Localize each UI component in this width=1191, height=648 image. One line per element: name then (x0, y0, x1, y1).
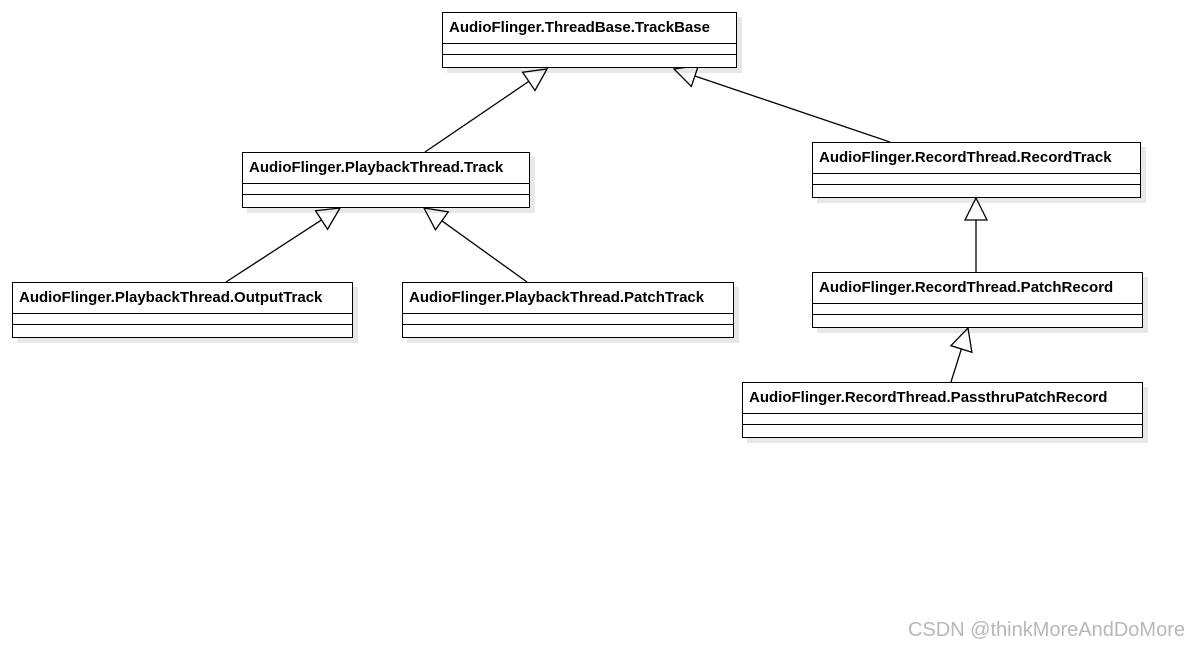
class-recordtrack-methods (813, 185, 1140, 197)
inheritance-line (441, 220, 528, 283)
class-outputtrack-methods (13, 325, 352, 337)
generalization-arrowhead (949, 326, 973, 354)
class-patchrecord[interactable]: AudioFlinger.RecordThread.PatchRecord (812, 272, 1143, 328)
class-outputtrack-name: AudioFlinger.PlaybackThread.OutputTrack (13, 283, 352, 314)
class-patchrecord-methods (813, 315, 1142, 327)
class-patchtrack[interactable]: AudioFlinger.PlaybackThread.PatchTrack (402, 282, 734, 338)
class-track-attributes (243, 184, 529, 195)
inheritance-track-to-trackbase (424, 68, 549, 153)
watermark: CSDN @thinkMoreAndDoMore (907, 619, 1185, 641)
class-track-name: AudioFlinger.PlaybackThread.Track (243, 153, 529, 184)
class-passthrupatchrecord-methods (743, 425, 1142, 437)
class-patchtrack-name: AudioFlinger.PlaybackThread.PatchTrack (403, 283, 733, 314)
generalization-arrowhead (521, 68, 549, 92)
inheritance-patchtrack-to-track (422, 207, 528, 283)
class-recordtrack-attributes (813, 174, 1140, 185)
class-trackbase-methods (443, 55, 736, 67)
class-trackbase[interactable]: AudioFlinger.ThreadBase.TrackBase (442, 12, 737, 68)
class-recordtrack[interactable]: AudioFlinger.RecordThread.RecordTrack (812, 142, 1141, 198)
inheritance-line (225, 219, 322, 283)
inheritance-patchrecord-to-recordtrack (963, 196, 989, 272)
class-outputtrack[interactable]: AudioFlinger.PlaybackThread.OutputTrack (12, 282, 353, 338)
class-patchrecord-attributes (813, 304, 1142, 315)
class-track[interactable]: AudioFlinger.PlaybackThread.Track (242, 152, 530, 208)
class-patchtrack-attributes (403, 314, 733, 325)
generalization-arrowhead (314, 207, 342, 231)
inheritance-outputtrack-to-track (225, 207, 342, 283)
class-outputtrack-attributes (13, 314, 352, 325)
class-passthrupatchrecord[interactable]: AudioFlinger.RecordThread.PassthruPatchR… (742, 382, 1143, 438)
inheritance-recordtrack-to-trackbase (672, 64, 891, 143)
class-track-methods (243, 195, 529, 207)
generalization-arrowhead (672, 64, 700, 88)
class-passthrupatchrecord-attributes (743, 414, 1142, 425)
generalization-arrowhead (422, 207, 450, 232)
class-patchrecord-name: AudioFlinger.RecordThread.PatchRecord (813, 273, 1142, 304)
class-trackbase-name: AudioFlinger.ThreadBase.TrackBase (443, 13, 736, 44)
inheritance-line (694, 75, 891, 143)
inheritance-line (950, 348, 963, 383)
class-trackbase-attributes (443, 44, 736, 55)
class-recordtrack-name: AudioFlinger.RecordThread.RecordTrack (813, 143, 1140, 174)
inheritance-line (424, 80, 530, 153)
inheritance-passthrupatchrecord-to-patchrecord (949, 326, 973, 383)
class-patchtrack-methods (403, 325, 733, 337)
generalization-arrowhead (963, 196, 989, 221)
class-passthrupatchrecord-name: AudioFlinger.RecordThread.PassthruPatchR… (743, 383, 1142, 414)
